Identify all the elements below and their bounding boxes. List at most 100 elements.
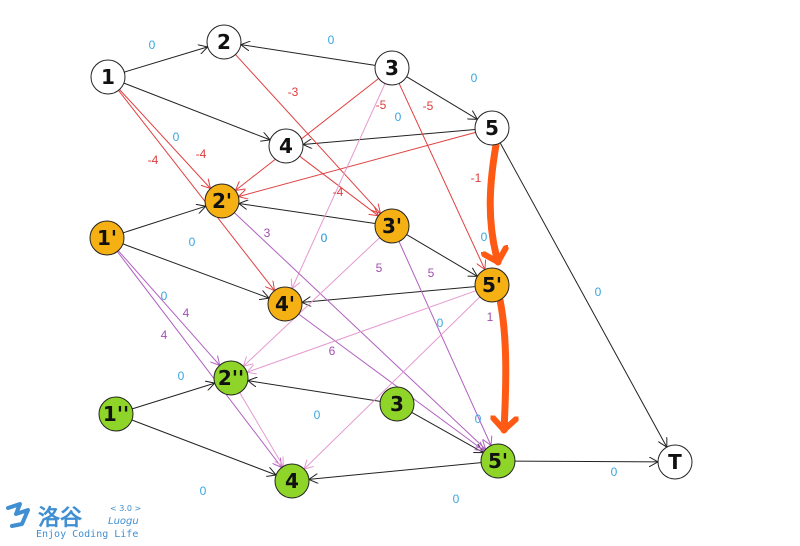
edge-n2p-n5pp	[234, 212, 485, 450]
edge-n1-n4	[123, 82, 270, 140]
edge-n5-nT	[499, 142, 667, 447]
node-label: 4	[279, 134, 293, 158]
edge-n1pp-n4pp	[131, 419, 276, 475]
edge-n5pp-n4pp	[309, 462, 482, 480]
edge-weight-label: -4	[333, 185, 344, 199]
edge-n3pp-n2pp	[248, 381, 381, 402]
edge-n3-n5p	[398, 83, 485, 269]
edge-weight-label: 0	[161, 289, 168, 303]
highlight-path-layer	[490, 141, 506, 434]
edge-n3-n4p	[292, 83, 386, 289]
node-label: 5	[485, 116, 499, 140]
node-label: 2'	[212, 189, 232, 213]
edge-weight-label: 0	[453, 492, 460, 506]
edge-n5p-n4p	[302, 286, 476, 303]
edge-n5pp-nT	[514, 461, 658, 462]
edge-weight-label: 0	[173, 130, 180, 144]
edge-n1p-n2pp	[117, 250, 219, 366]
node-n2pp: 2''	[213, 360, 249, 396]
edges-layer	[116, 45, 667, 480]
node-circle	[206, 24, 242, 60]
edge-n1-n2	[124, 47, 207, 73]
luogu-slogan: Enjoy Coding Life	[36, 529, 139, 540]
node-circle	[267, 286, 303, 322]
node-label: 3	[390, 392, 404, 416]
node-n3p: 3'	[374, 208, 410, 244]
node-n4p: 4'	[267, 286, 303, 322]
edge-n2pp-n4pp	[239, 392, 284, 467]
node-n1pp: 1''	[98, 396, 134, 432]
node-n2: 2	[206, 24, 242, 60]
edge-n1-n2p	[119, 89, 211, 189]
edge-weight-label: 1	[487, 310, 494, 324]
edge-n3p-n2pp	[243, 237, 380, 367]
edge-weight-label: -3	[288, 85, 299, 99]
node-circle	[274, 463, 310, 499]
edge-n3pp-n5pp	[411, 411, 483, 452]
node-circle	[657, 444, 693, 480]
node-circle	[480, 443, 516, 479]
edge-n1p-n4pp	[116, 251, 281, 468]
highlight-arrow-1	[490, 141, 498, 266]
node-n1: 1	[90, 59, 126, 95]
luogu-name: Luogu	[108, 516, 139, 527]
edge-n4p-n5pp	[298, 313, 485, 451]
highlight-arrow-2	[500, 296, 506, 434]
node-circle	[90, 59, 126, 95]
edge-n3-n2p	[235, 78, 379, 191]
edge-weight-label: 0	[189, 235, 196, 249]
edge-weight-label: 0	[475, 412, 482, 426]
node-circle	[474, 110, 510, 146]
node-circle	[379, 386, 415, 422]
node-n5p: 5'	[474, 267, 510, 303]
node-circle	[204, 183, 240, 219]
edge-n5p-n4pp	[304, 296, 481, 469]
node-n3: 3	[374, 50, 410, 86]
edge-weight-label: 0	[437, 316, 444, 330]
edge-weight-label: 5	[428, 266, 435, 280]
node-label: 2	[217, 30, 231, 54]
edge-weight-label: 0	[321, 231, 328, 245]
edge-n3-n5	[406, 76, 478, 120]
edge-weight-label: 5	[376, 261, 383, 275]
node-circle	[374, 208, 410, 244]
node-label: 4	[285, 469, 299, 493]
edge-weight-label: 0	[149, 38, 156, 52]
node-label: 4'	[275, 292, 295, 316]
edge-n1p-n2p	[123, 206, 206, 234]
node-label: 3	[385, 56, 399, 80]
edge-n1pp-n2pp	[132, 383, 215, 410]
node-nT: T	[657, 444, 693, 480]
edge-weight-label: 0	[611, 465, 618, 479]
edge-weight-label: 3	[264, 226, 271, 240]
luogu-logo-icon	[6, 502, 30, 528]
node-label: T	[668, 450, 682, 474]
edge-weight-label: 4	[161, 328, 168, 342]
node-n3pp: 3	[379, 386, 415, 422]
node-n2p: 2'	[204, 183, 240, 219]
node-circle	[213, 360, 249, 396]
edge-weight-label: 0	[321, 231, 328, 245]
edge-weight-label: -5	[376, 98, 387, 112]
edge-n3p-n2p	[239, 204, 376, 224]
node-n4pp: 4	[274, 463, 310, 499]
edge-weight-label: 0	[314, 408, 321, 422]
node-label: 1''	[103, 402, 129, 426]
edge-weight-label: -5	[423, 99, 434, 113]
luogu-title: 洛谷	[38, 506, 83, 531]
edge-weight-label: -1	[471, 171, 482, 185]
luogu-watermark: 洛谷 < 3.0 > Luogu Enjoy Coding Life	[4, 498, 164, 544]
node-label: 5'	[482, 273, 502, 297]
node-label: 3'	[382, 214, 402, 238]
node-label: 1	[101, 65, 115, 89]
edge-n5p-n2pp	[247, 290, 477, 373]
edge-weight-label: 0	[595, 285, 602, 299]
edge-weight-label: 0	[471, 71, 478, 85]
luogu-version: < 3.0 >	[110, 504, 142, 513]
edge-n3p-n5pp	[398, 241, 491, 446]
edge-n3-n2	[241, 45, 376, 66]
edge-n5-n2p	[238, 131, 476, 196]
